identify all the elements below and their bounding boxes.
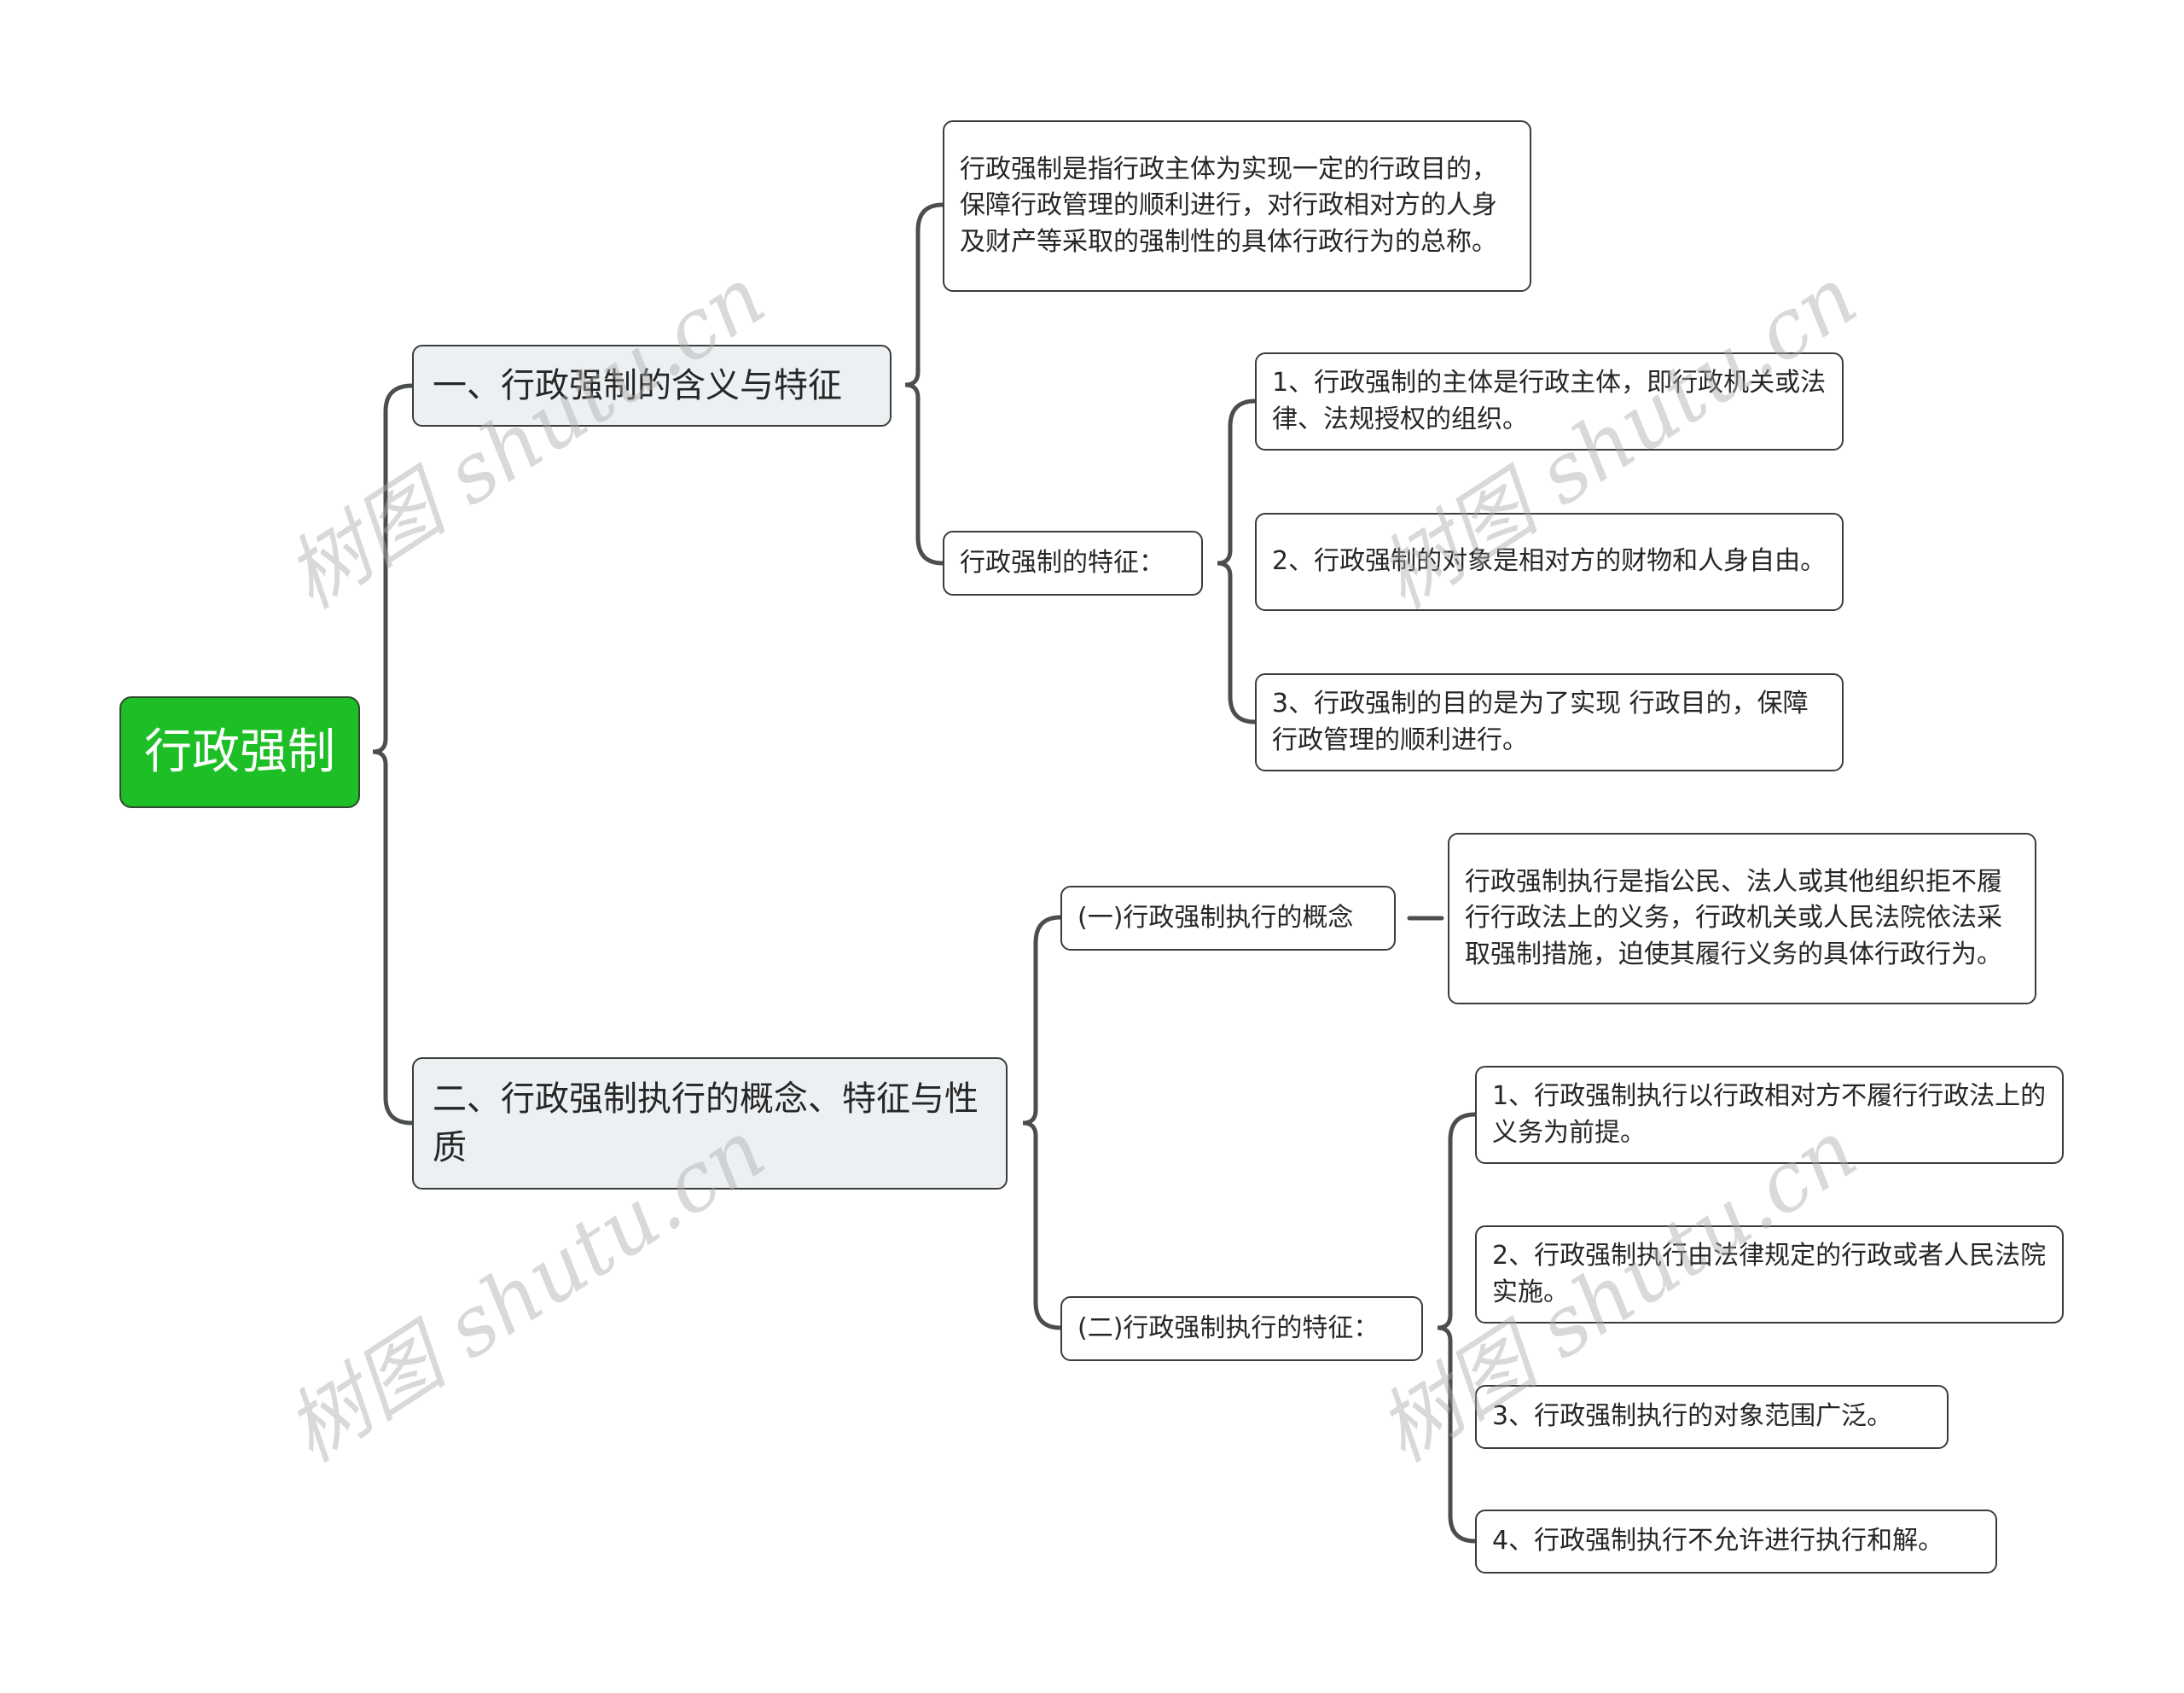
features2-bracket	[1437, 1112, 1478, 1544]
feature-item-1[interactable]: 1、行政强制的主体是行政主体，即行政机关或法律、法规授权的组织。	[1255, 352, 1844, 451]
concept-label: (一)行政强制执行的概念	[1077, 902, 1354, 933]
enforcement-feature-item-2[interactable]: 2、行政强制执行由法律规定的行政或者人民法院实施。	[1475, 1225, 2064, 1324]
branch-node-enforcement[interactable]: 二、行政强制执行的概念、特征与性质	[412, 1057, 1008, 1190]
root-bracket	[372, 383, 415, 1126]
feature-text: 3、行政强制执行的对象范围广泛。	[1492, 1401, 1893, 1432]
enforcement-feature-item-1[interactable]: 1、行政强制执行以行政相对方不履行行政法上的义务为前提。	[1475, 1066, 2064, 1164]
enforcement-feature-item-4[interactable]: 4、行政强制执行不允许进行执行和解。	[1475, 1510, 1997, 1574]
features-label: 行政强制的特征：	[960, 547, 1165, 578]
branch2-bracket	[1022, 915, 1063, 1330]
feature-text: 1、行政强制的主体是行政主体，即行政机关或法律、法规授权的组织。	[1272, 367, 1827, 434]
definition-text: 行政强制是指行政主体为实现一定的行政目的，保障行政管理的顺利进行，对行政相对方的…	[960, 154, 1497, 257]
features1-bracket	[1217, 399, 1258, 724]
branch-node-meaning-features[interactable]: 一、行政强制的含义与特征	[412, 345, 892, 427]
branch1-bracket	[904, 202, 945, 566]
definition-node[interactable]: 行政强制是指行政主体为实现一定的行政目的，保障行政管理的顺利进行，对行政相对方的…	[943, 120, 1531, 292]
features-node[interactable]: 行政强制的特征：	[943, 531, 1203, 596]
concept-node[interactable]: (一)行政强制执行的概念	[1060, 886, 1396, 951]
enforcement-features-node[interactable]: (二)行政强制执行的特征：	[1060, 1296, 1423, 1361]
feature-item-3[interactable]: 3、行政强制的目的是为了实现 行政目的，保障行政管理的顺利进行。	[1255, 673, 1844, 771]
branch-label: 二、行政强制执行的概念、特征与性质	[433, 1079, 979, 1167]
enforcement-feature-item-3[interactable]: 3、行政强制执行的对象范围广泛。	[1475, 1385, 1949, 1449]
root-node[interactable]: 行政强制	[119, 696, 360, 808]
enforcement-features-label: (二)行政强制执行的特征：	[1077, 1312, 1380, 1343]
branch-label: 一、行政强制的含义与特征	[433, 365, 842, 405]
feature-text: 2、行政强制的对象是相对方的财物和人身自由。	[1272, 546, 1827, 577]
concept-definition-text: 行政强制执行是指公民、法人或其他组织拒不履行行政法上的义务，行政机关或人民法院依…	[1465, 866, 2002, 969]
feature-text: 2、行政强制执行由法律规定的行政或者人民法院实施。	[1492, 1240, 2047, 1307]
feature-item-2[interactable]: 2、行政强制的对象是相对方的财物和人身自由。	[1255, 513, 1844, 611]
feature-text: 1、行政强制执行以行政相对方不履行行政法上的义务为前提。	[1492, 1080, 2047, 1148]
concept-definition-node[interactable]: 行政强制执行是指公民、法人或其他组织拒不履行行政法上的义务，行政机关或人民法院依…	[1448, 833, 2036, 1004]
feature-text: 3、行政强制的目的是为了实现 行政目的，保障行政管理的顺利进行。	[1272, 688, 1809, 755]
feature-text: 4、行政强制执行不允许进行执行和解。	[1492, 1526, 1944, 1556]
root-label: 行政强制	[144, 724, 335, 780]
